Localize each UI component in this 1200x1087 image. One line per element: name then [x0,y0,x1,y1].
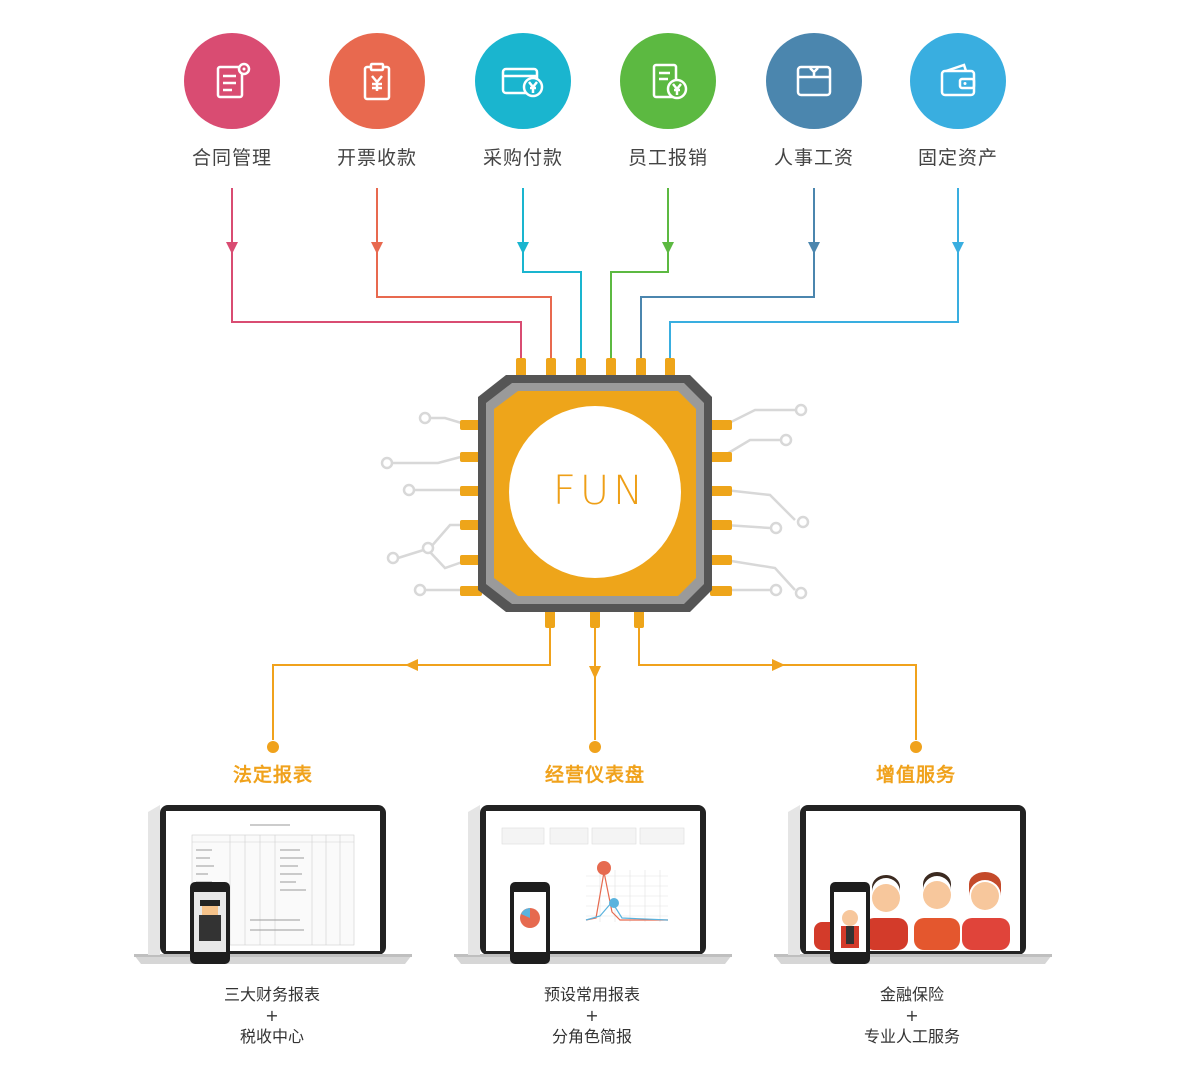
output-title-value-added: 增值服务 [875,764,956,786]
desc-plus: + [905,1006,919,1025]
asset-wallet-icon [940,63,976,97]
chip-logo-disc [509,406,681,578]
module-label-purchase: 采购付款 [482,147,563,169]
desc-line2: 专业人工服务 [863,1027,960,1046]
desc-plus: + [585,1006,599,1025]
contract-settings-icon [216,62,251,99]
output-arrows [267,659,922,753]
module-label-reimburse: 员工报销 [627,147,708,169]
dashboard-line-chart [585,861,669,922]
output-title-dashboard: 经营仪表盘 [544,764,645,786]
connector-assets [669,188,959,360]
module-connectors [231,188,959,360]
output-dashboard: 经营仪表盘 [445,760,745,787]
module-label-contract: 合同管理 [191,147,272,169]
purchase-circle [475,33,571,129]
module-label-invoice: 开票收款 [336,147,417,169]
connector-reimburse [610,188,669,360]
phone-1 [190,882,230,964]
connector-invoice [376,188,552,360]
module-reimburse: 员工报销 [608,33,728,170]
chip-logo: FUN [552,468,648,514]
chip-pins [460,358,732,628]
arrow-contract [226,242,238,254]
desc-line2: 税收中心 [239,1027,304,1046]
connector-arrows [226,242,964,254]
dashboard-kpi-boxes [501,827,685,845]
output-title-statutory: 法定报表 [232,764,313,786]
salary-circle [766,33,862,129]
contract-circle [184,33,280,129]
desc-line1: 预设常用报表 [543,985,640,1004]
arrow-invoice [371,242,383,254]
module-label-assets: 固定资产 [917,147,998,169]
module-assets: 固定资产 [898,33,1018,170]
circuit-traces [380,403,810,600]
output-desc-dashboard: 预设常用报表 + 分角色简报 [462,984,722,1047]
laptop-financial-report [134,805,412,964]
desc-line2: 分角色简报 [551,1027,632,1046]
salary-wallet-icon [796,65,832,97]
connector-purchase [522,188,582,360]
card-payment-icon [501,67,544,98]
chip [478,375,712,612]
module-purchase: 采购付款 [463,33,583,170]
module-salary: 人事工资 [754,33,874,170]
desc-plus: + [265,1006,279,1025]
phone-2 [510,882,550,964]
module-contract: 合同管理 [172,33,292,170]
reimbursement-icon [652,63,688,100]
module-invoice: 开票收款 [317,33,437,170]
output-desc-value-added: 金融保险 + 专业人工服务 [782,984,1042,1047]
output-statutory: 法定报表 [123,760,423,787]
arrow-purchase [517,242,529,254]
arrow-assets [952,242,964,254]
desc-line1: 金融保险 [879,985,944,1004]
laptop-service [774,805,1052,964]
output-value-added: 增值服务 [766,760,1066,787]
assets-circle [910,33,1006,129]
desc-line1: 三大财务报表 [223,985,320,1004]
invoice-circle [329,33,425,129]
output-connectors [272,628,917,740]
module-label-salary: 人事工资 [773,147,854,169]
arrow-reimburse [662,242,674,254]
invoice-yen-icon [363,62,391,101]
connector-salary [640,188,815,360]
arrow-salary [808,242,820,254]
reimburse-circle [620,33,716,129]
phone-3 [830,882,870,964]
connector-contract [231,188,522,360]
report-text-lines [196,824,306,931]
output-desc-statutory: 三大财务报表 + 税收中心 [142,984,402,1047]
service-agents [814,872,1010,950]
laptop-dashboard [454,805,732,964]
